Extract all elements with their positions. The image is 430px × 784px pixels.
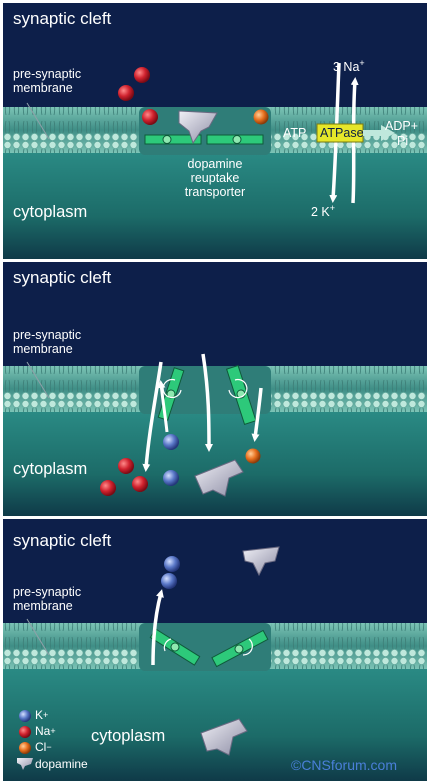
efflux-arrow [151, 589, 164, 666]
lipid-bilayer-left [3, 366, 139, 412]
k-ion [163, 434, 179, 450]
membrane-pointer [26, 618, 50, 656]
atpase-label: ATPase [320, 126, 364, 140]
efflux-arrow [157, 380, 169, 433]
dopamine-molecule [194, 459, 244, 497]
legend-na-marker [19, 726, 31, 738]
legend-k-sup: + [43, 710, 49, 720]
legend-cl: Cl− [35, 740, 52, 754]
legend-k-label: K [35, 708, 44, 722]
lipid-bilayer-left [3, 107, 139, 153]
na-ion [132, 476, 148, 492]
panel-1: synaptic cleft pre-synaptic membrane cyt… [3, 3, 427, 259]
k-ion [164, 556, 180, 572]
dopamine-molecule [242, 546, 280, 577]
legend-cl-marker [19, 742, 31, 754]
lipid-bilayer-left [3, 623, 139, 669]
lipid-bilayer-right [271, 623, 427, 669]
transporter-gate-left [149, 628, 201, 666]
membrane-label-line-1: pre-synaptic [13, 585, 82, 599]
credit-text: ©CNSforum.com [291, 757, 397, 773]
cytoplasm-label: cytoplasm [13, 203, 88, 221]
membrane-label-line-2: membrane [13, 599, 73, 613]
influx-arrow [201, 353, 213, 452]
dopamine-molecule [178, 110, 218, 145]
rotation-arrow-right [228, 378, 248, 399]
legend-k-marker [19, 710, 31, 722]
transporter-label-line-3: transporter [184, 185, 246, 199]
membrane-label-line-1: pre-synaptic [13, 328, 82, 342]
legend-na: Na+ [35, 724, 56, 738]
pump-sodium-label: 3 Na+ [333, 58, 365, 75]
legend-dopamine-label: dopamine [35, 757, 88, 771]
synaptic-cleft-region [3, 519, 427, 623]
na-ion [134, 67, 150, 83]
cytoplasm-label: cytoplasm [91, 727, 166, 745]
cl-ion [245, 448, 261, 464]
na-ion [118, 458, 134, 474]
cytoplasm-label: cytoplasm [13, 460, 88, 478]
panel-2: synaptic cleft pre-synaptic membrane cyt… [3, 262, 427, 516]
membrane-label-line-2: membrane [13, 342, 73, 356]
k-ion [163, 470, 179, 486]
pump-potassium-label: 2 K+ [311, 203, 336, 220]
membrane-label-line-2: membrane [13, 81, 73, 95]
panel-3: synaptic cleft pre-synaptic membrane cyt… [3, 519, 427, 781]
atp-label: ATP [283, 126, 307, 140]
synaptic-cleft-region [3, 3, 427, 107]
dopamine-molecule [200, 718, 248, 756]
atp-arrow-head [381, 125, 395, 141]
transporter-gate-right [211, 629, 269, 668]
transporter-label-line-2: reuptake [190, 171, 240, 185]
transporter-label-line-1: dopamine [187, 157, 243, 171]
na-ion [100, 480, 116, 496]
na-ion [142, 109, 158, 125]
legend-dopamine-marker [17, 758, 33, 770]
legend-dopamine: dopamine [35, 757, 88, 771]
synaptic-cleft-label: synaptic cleft [13, 531, 112, 550]
adp-label-line-2: Pi [397, 134, 409, 148]
panel-1-graphic [3, 3, 427, 259]
influx-arrow [142, 361, 163, 472]
rotation-arrow-left [162, 378, 182, 399]
cytoplasm-region [3, 153, 427, 259]
legend-cl-label: Cl [35, 740, 47, 754]
transporter-gate-left [144, 134, 202, 145]
rotation-arrow-left [163, 638, 172, 652]
legend-cl-sup: − [46, 742, 52, 752]
transporter-protein [139, 623, 271, 671]
panel-2-graphic [3, 262, 427, 516]
membrane-pointer [26, 102, 50, 140]
lipid-bilayer-right [271, 366, 427, 412]
na-ion [118, 85, 134, 101]
pump-arrow-up [350, 77, 359, 204]
cl-ion [253, 109, 269, 125]
transporter-gate-right [206, 134, 264, 145]
membrane-label-line-1: pre-synaptic [13, 67, 82, 81]
synaptic-cleft-label: synaptic cleft [13, 268, 112, 287]
legend-na-sup: + [50, 726, 56, 736]
legend-na-label: Na [35, 724, 51, 738]
cytoplasm-region [3, 412, 427, 516]
k-ion [161, 573, 177, 589]
synaptic-cleft-region [3, 262, 427, 366]
membrane-pointer [26, 361, 50, 399]
legend-k: K+ [35, 708, 48, 722]
rotation-arrow-right [242, 638, 253, 656]
cytoplasm-region [3, 669, 427, 781]
influx-arrow [251, 387, 263, 442]
adp-label-line-1: ADP+ [385, 119, 419, 133]
panel-3-graphic [3, 519, 427, 781]
synaptic-cleft-label: synaptic cleft [13, 9, 112, 28]
